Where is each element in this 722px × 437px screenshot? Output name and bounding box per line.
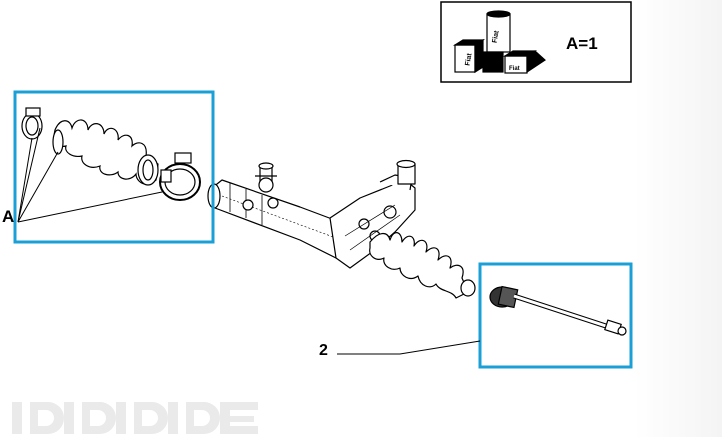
watermark-logo: [12, 402, 258, 434]
right-box-text: Fiat: [509, 66, 520, 72]
callout-label-a: A: [2, 207, 15, 226]
package-legend-box: Fiat Fiat Fiat: [440, 1, 632, 83]
right-boot: [369, 232, 476, 299]
can-text: Fiat: [492, 30, 501, 44]
left-box-text: Fiat: [464, 52, 473, 66]
steering-rack-drawing: [207, 159, 476, 299]
quantity-label: A=1: [566, 34, 598, 53]
small-clamp-drawing: [21, 107, 43, 140]
highlight-box-a: [13, 90, 215, 244]
package-icon: Fiat Fiat Fiat: [452, 10, 546, 74]
bellows-boot-drawing: [52, 119, 159, 186]
leader-lines-a: [17, 127, 163, 223]
large-clamp-drawing: [159, 152, 201, 201]
inner-tie-rod-drawing: [489, 285, 627, 336]
leader-line-2: [337, 340, 481, 355]
right-side-strip: [634, 0, 722, 437]
highlight-box-2: [478, 262, 633, 369]
boot-kit-parts: [21, 107, 201, 201]
callout-label-2: 2: [319, 342, 328, 359]
